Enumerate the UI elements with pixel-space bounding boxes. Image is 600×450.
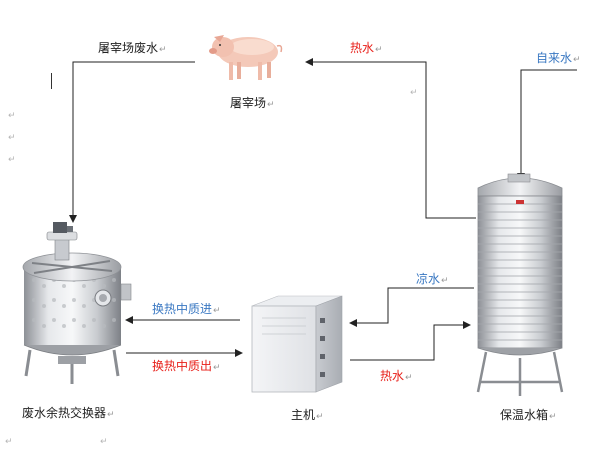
slaughterhouse-label: 屠宰场↵ — [230, 96, 275, 110]
text-cursor — [51, 73, 52, 89]
hot-water-return-line — [350, 321, 471, 361]
wastewater-source-label: 屠宰场废水↵ — [98, 41, 167, 55]
wastewater-flow-line — [69, 61, 195, 223]
hot-water-supply-line — [305, 58, 476, 219]
cold-water-line — [349, 287, 474, 327]
host-unit-label: 主机↵ — [291, 408, 324, 422]
paragraph-marks: ↵ ↵ ↵ ↵ ↵ ↵ — [5, 88, 418, 447]
svg-text:↵: ↵ — [8, 155, 16, 165]
tap-water-label: 自来水↵ — [536, 51, 581, 65]
svg-text:↵: ↵ — [8, 111, 16, 121]
pig-image — [209, 35, 283, 80]
svg-text:↵: ↵ — [100, 437, 108, 447]
hot-water-top-label: 热水↵ — [350, 41, 383, 55]
exchange-medium-in-label: 换热中质进↵ — [152, 302, 221, 316]
svg-text:↵: ↵ — [410, 88, 418, 98]
water-tank-image — [476, 173, 564, 396]
water-tank-label: 保温水箱↵ — [500, 408, 557, 422]
svg-text:↵: ↵ — [5, 437, 13, 447]
tap-water-line — [517, 69, 577, 181]
host-unit-image — [251, 295, 343, 393]
cold-water-label: 凉水↵ — [416, 272, 449, 286]
hot-water-bottom-label: 热水↵ — [380, 369, 413, 383]
exchange-medium-out-label: 换热中质出↵ — [152, 359, 221, 373]
svg-text:↵: ↵ — [8, 133, 16, 143]
heat-exchanger-image — [22, 222, 132, 384]
heat-exchanger-label: 废水余热交换器↵ — [22, 406, 115, 420]
